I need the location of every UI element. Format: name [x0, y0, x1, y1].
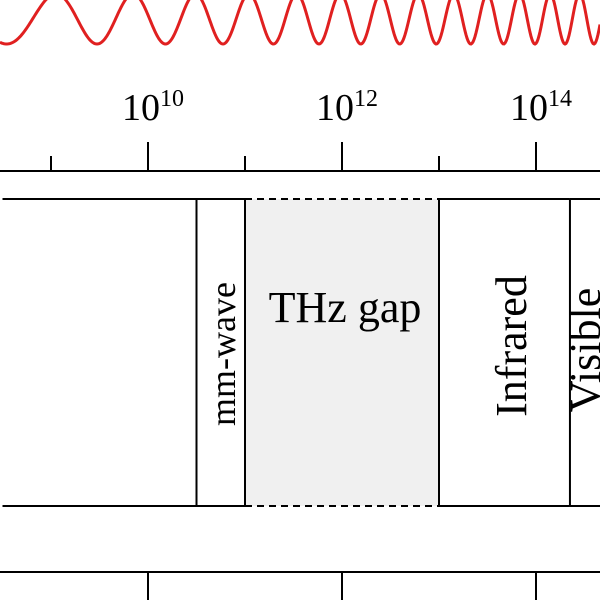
- band-label-thz-gap: THz gap: [269, 283, 422, 332]
- sine-wave-icon: [0, 0, 600, 46]
- sine-wave-path: [0, 0, 600, 46]
- bottom-frequency-axis: [0, 571, 600, 600]
- top-tick-label: 1012: [316, 86, 378, 129]
- tick-label-exponent: 10: [160, 86, 184, 112]
- tick-label-base: 10: [510, 87, 548, 129]
- band-label-infrared: Infrared: [487, 275, 536, 417]
- band-label-mm-wave: mm-wave: [203, 282, 243, 426]
- tick-label-base: 10: [122, 87, 160, 129]
- tick-label-exponent: 14: [548, 86, 572, 112]
- spectrum-bands: mm-wave THz gap Infrared Visible: [2, 198, 600, 507]
- top-tick-label: 1010: [122, 86, 184, 129]
- tick-label-exponent: 12: [354, 86, 378, 112]
- thz-gap-shading: [245, 199, 439, 506]
- band-label-visible: Visible: [561, 288, 600, 412]
- tick-label-base: 10: [316, 87, 354, 129]
- top-tick-label: 1014: [510, 86, 572, 129]
